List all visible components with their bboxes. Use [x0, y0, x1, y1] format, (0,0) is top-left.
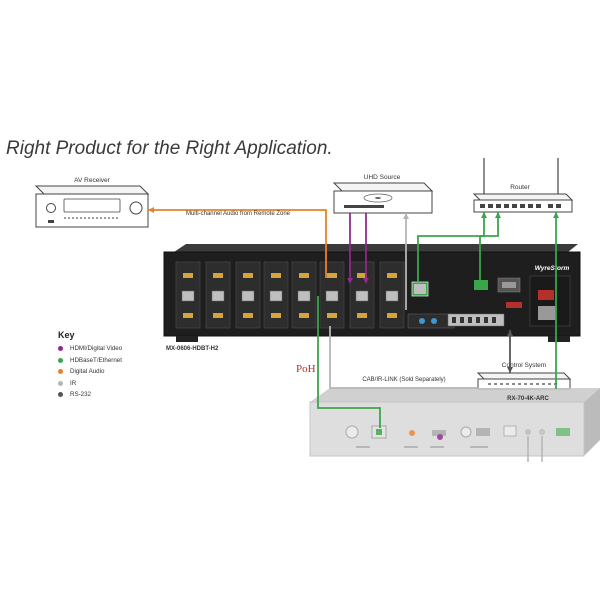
legend-swatch — [58, 346, 63, 352]
hdbt-poh-cable — [317, 296, 381, 428]
cab-link-label: CAB/IR-LINK (Sold Separately) — [362, 377, 445, 383]
legend-swatch — [58, 369, 63, 375]
headline: Right Product for the Right Application. — [6, 138, 333, 159]
control-system-label: Control System — [502, 362, 546, 369]
rx-receiver — [309, 388, 600, 457]
legend-label: Digital Audio — [70, 368, 105, 376]
brand-logo: WyreStorm — [535, 265, 570, 272]
legend-item: HDMI/Digital Video — [58, 343, 122, 355]
av-receiver — [34, 185, 150, 228]
cab-link-cable — [329, 326, 478, 389]
legend-swatch — [58, 380, 63, 386]
receiver-model-label: RX-70-4K-ARC — [507, 396, 549, 402]
router — [472, 158, 574, 213]
poh-label: PoH — [296, 363, 316, 375]
audio-return-label: Multi-channel Audio from Remote Zone — [186, 211, 291, 217]
matrix-switcher — [163, 244, 581, 342]
ethernet-cable-1 — [417, 212, 485, 282]
legend-item: IR — [58, 378, 122, 390]
router-label: Router — [510, 184, 530, 191]
control-system — [476, 372, 572, 390]
matrix-model-label: MX-0606-HDBT-H2 — [166, 346, 219, 352]
ethernet-cable-2 — [479, 212, 499, 280]
uhd-source — [332, 182, 434, 214]
legend-item: Digital Audio — [58, 366, 122, 378]
uhd-source-label: UHD Source — [364, 174, 401, 181]
audio-cable — [148, 209, 327, 278]
legend-label: RS-232 — [70, 391, 91, 399]
legend-swatch — [58, 392, 63, 398]
legend-item: RS-232 — [58, 389, 122, 401]
legend-label: HDBaseT/Ethernet — [70, 356, 122, 364]
av-receiver-label: AV Receiver — [74, 177, 110, 184]
legend-label: HDMI/Digital Video — [70, 345, 123, 353]
legend-item: HDBaseT/Ethernet — [58, 355, 122, 367]
legend-swatch — [58, 357, 63, 363]
legend-label: IR — [70, 379, 77, 387]
legend-title: Key — [58, 330, 75, 340]
audio-arrow — [148, 207, 154, 213]
